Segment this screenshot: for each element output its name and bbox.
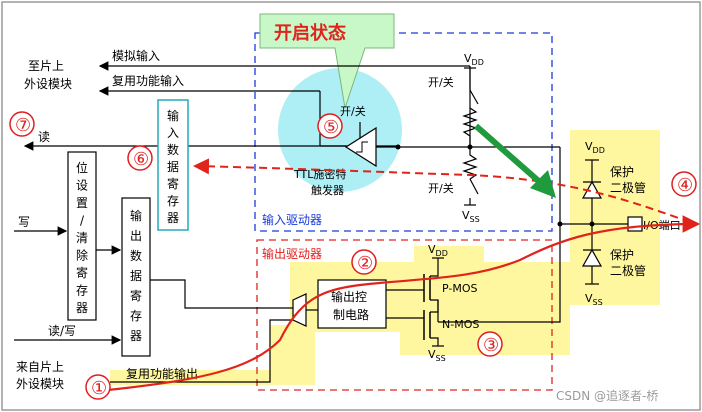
odr-label-char: 据	[130, 269, 142, 283]
watermark: CSDN @追逐者-桥	[556, 388, 658, 403]
idr-label-char: 存	[167, 194, 179, 208]
to-onchip-label-1: 至片上	[28, 59, 64, 73]
green-arrow-head	[530, 170, 556, 198]
diode-bottom-label-2: 二极管	[610, 263, 646, 278]
marker-3: ③	[477, 331, 503, 357]
marker-2: ②	[351, 249, 377, 275]
marker-4: ④	[671, 171, 697, 197]
nmos-label: N-MOS	[442, 318, 479, 331]
idr-label-char: 据	[167, 160, 179, 174]
write-label: 写	[18, 215, 30, 229]
ttl-switch-label: 开/关	[340, 104, 366, 118]
pmos-vdd-label: VDD	[428, 243, 448, 258]
output-driver-region	[256, 239, 553, 391]
pullup-switch-label: 开/关	[428, 75, 454, 89]
bsrr-label-char: 置	[76, 196, 88, 210]
svg-text:④: ④	[677, 175, 693, 196]
pmos-label: P-MOS	[442, 282, 478, 295]
title-text: 开启状态	[274, 22, 346, 44]
odr-label-char: 存	[130, 309, 142, 323]
svg-text:②: ②	[357, 253, 373, 274]
output-control-block: 输出控 制电路	[317, 279, 387, 329]
odr-label-char: 数	[130, 248, 142, 263]
bsrr-label-char: 寄	[76, 265, 88, 280]
bsrr-label-char: 清	[76, 231, 88, 245]
to-onchip-label-2: 外设模块	[24, 77, 72, 91]
bsrr-label-char: 存	[76, 284, 88, 298]
marker-1: ①	[85, 374, 111, 400]
ttl-label-2: 触发器	[311, 183, 344, 197]
svg-text:③: ③	[483, 335, 499, 356]
alt-func-output-line: 复用功能输出	[110, 319, 293, 383]
input-path-dashed	[193, 158, 691, 223]
ttl-label-1: TTL施密特	[293, 167, 346, 181]
write-line: 写	[14, 215, 68, 236]
idr-label-char: 寄	[167, 176, 179, 191]
bsrr-label-char: 设	[76, 179, 88, 193]
diode-bottom-label-1: 保护	[610, 248, 634, 262]
marker-6: ⑥	[127, 145, 153, 171]
mos-output-line	[438, 224, 561, 323]
read-label: 读	[38, 130, 50, 144]
idr-label-char: 输	[167, 108, 179, 123]
pullup-vdd-label: VDD	[464, 52, 484, 67]
green-arrow-shaft	[474, 123, 544, 187]
alt-func-input-label: 复用功能输入	[112, 73, 184, 88]
bsrr-label-char: 器	[76, 301, 88, 315]
alt-func-output-label: 复用功能输出	[126, 366, 198, 381]
bsrr-label-char: 位	[76, 160, 88, 175]
idr-label-char: 器	[167, 211, 179, 225]
read-write-line: 读/写	[14, 324, 122, 345]
svg-text:⑤: ⑤	[323, 117, 339, 138]
diode-top-label-2: 二极管	[610, 180, 646, 195]
diode-top-label-1: 保护	[610, 165, 634, 179]
nmos-transistor: VSS N-MOS	[386, 300, 479, 363]
read-write-label: 读/写	[48, 324, 76, 338]
title-callout: 开启状态	[259, 13, 395, 109]
odr-label-char: 寄	[130, 288, 142, 303]
input-driver-label: 输入驱动器	[262, 212, 322, 227]
odr-to-mux-line	[150, 279, 293, 309]
bsrr-label-char: /	[80, 214, 85, 228]
from-onchip-label-1: 来自片上	[16, 360, 64, 374]
output-path-curve	[107, 215, 701, 392]
output-driver-label: 输出驱动器	[262, 246, 322, 261]
marker-5: ⑤	[317, 113, 343, 139]
idr-label-char: 入	[167, 126, 179, 140]
svg-text:⑥: ⑥	[133, 149, 149, 170]
marker-7: ⑦	[9, 111, 35, 137]
odr-label-char: 器	[130, 329, 142, 343]
idr-label-char: 数	[167, 142, 179, 157]
svg-text:⑦: ⑦	[15, 115, 31, 136]
odr-label-char: 输	[130, 208, 142, 223]
ttl-schmitt-trigger: 开/关 TTL施密特 触发器	[293, 104, 470, 197]
from-onchip-label-2: 外设模块	[16, 377, 64, 391]
svg-text:①: ①	[91, 378, 107, 399]
pulldown-vss-label: VSS	[462, 209, 480, 224]
input-driver-region	[254, 32, 553, 232]
odr-label-char: 出	[130, 229, 142, 243]
output-control-label-1: 输出控	[331, 289, 367, 304]
output-control-label-2: 制电路	[333, 307, 369, 322]
pulldown-switch-label: 开/关	[428, 181, 454, 195]
analog-input-label: 模拟输入	[112, 48, 160, 63]
bsrr-label-char: 除	[76, 248, 88, 263]
